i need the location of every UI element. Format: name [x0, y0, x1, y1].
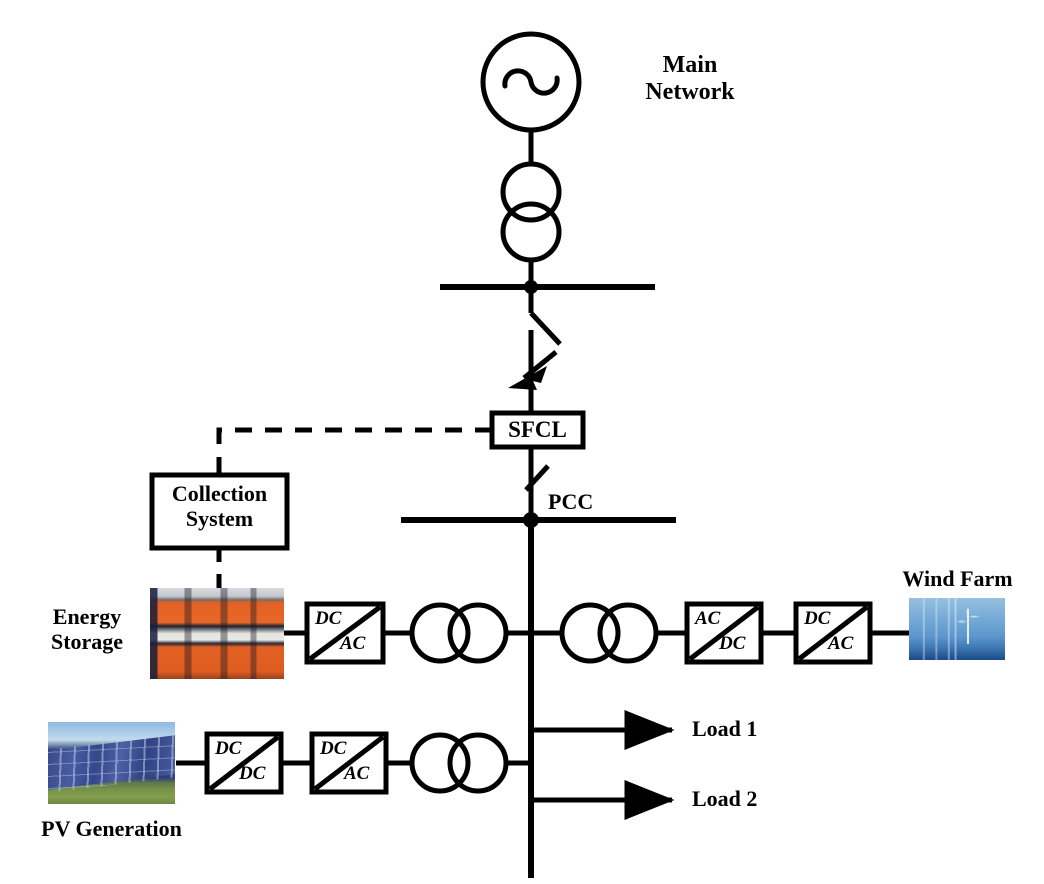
- ess-transformer-winding-2: [447, 602, 509, 664]
- wind-dc-ac-top-label: DC: [804, 608, 831, 629]
- wind-farm-label: Wind Farm: [902, 566, 1013, 591]
- ess-converter-top-label: DC: [315, 608, 342, 629]
- wind-ac-dc-top-label: AC: [695, 608, 721, 629]
- transformer-winding-primary: [500, 161, 562, 223]
- sfcl-label: SFCL: [508, 417, 567, 442]
- pv-transformer-winding-1: [409, 732, 471, 794]
- wind-dc-ac-bottom-label: AC: [828, 633, 854, 654]
- pv-dc-ac-bottom-label: AC: [344, 763, 370, 784]
- breaker-arrow-head: [508, 366, 547, 390]
- collection-system-label: Collection System: [171, 481, 268, 532]
- upper-switch-blade: [529, 311, 562, 346]
- ess-transformer-winding-1: [409, 602, 471, 664]
- control-link-sfcl-to-collection: [216, 427, 492, 475]
- pv-dc-ac-slash: [313, 735, 385, 791]
- sine-wave-glyph: [502, 68, 560, 96]
- load-1-label: Load 1: [692, 716, 758, 741]
- energy-storage-label: Energy Storage: [50, 604, 124, 655]
- wind-transformer-winding-2: [597, 602, 659, 664]
- transformer-winding-secondary: [500, 201, 562, 263]
- pv-dc-dc-bottom-label: DC: [239, 763, 266, 784]
- pv-generation-photo: [48, 722, 175, 804]
- wind-transformer-winding-1: [559, 602, 621, 664]
- pv-generation-label: PV Generation: [41, 816, 182, 841]
- breaker-switch-blade: [522, 350, 558, 380]
- wind-ac-dc-bottom-label: DC: [719, 633, 746, 654]
- energy-storage-photo: [150, 588, 284, 679]
- wind-ac-dc-slash: [688, 605, 760, 661]
- main-network-label: Main Network: [645, 52, 735, 106]
- junction-dot-pcc: [523, 512, 539, 528]
- pv-transformer-winding-2: [447, 732, 509, 794]
- junction-dot-hv-bus: [524, 280, 538, 294]
- pv-dc-dc-top-label: DC: [215, 738, 242, 759]
- pv-dc-ac-top-label: DC: [320, 738, 347, 759]
- ess-converter-bottom-label: AC: [340, 633, 366, 654]
- load-2-label: Load 2: [692, 786, 758, 811]
- ess-converter-slash: [308, 604, 382, 662]
- pcc-label: PCC: [548, 489, 594, 514]
- wind-dc-ac-slash: [797, 605, 869, 661]
- pv-dc-dc-slash: [208, 735, 280, 791]
- wind-farm-photo: [909, 598, 1005, 660]
- lower-switch-blade: [524, 464, 550, 492]
